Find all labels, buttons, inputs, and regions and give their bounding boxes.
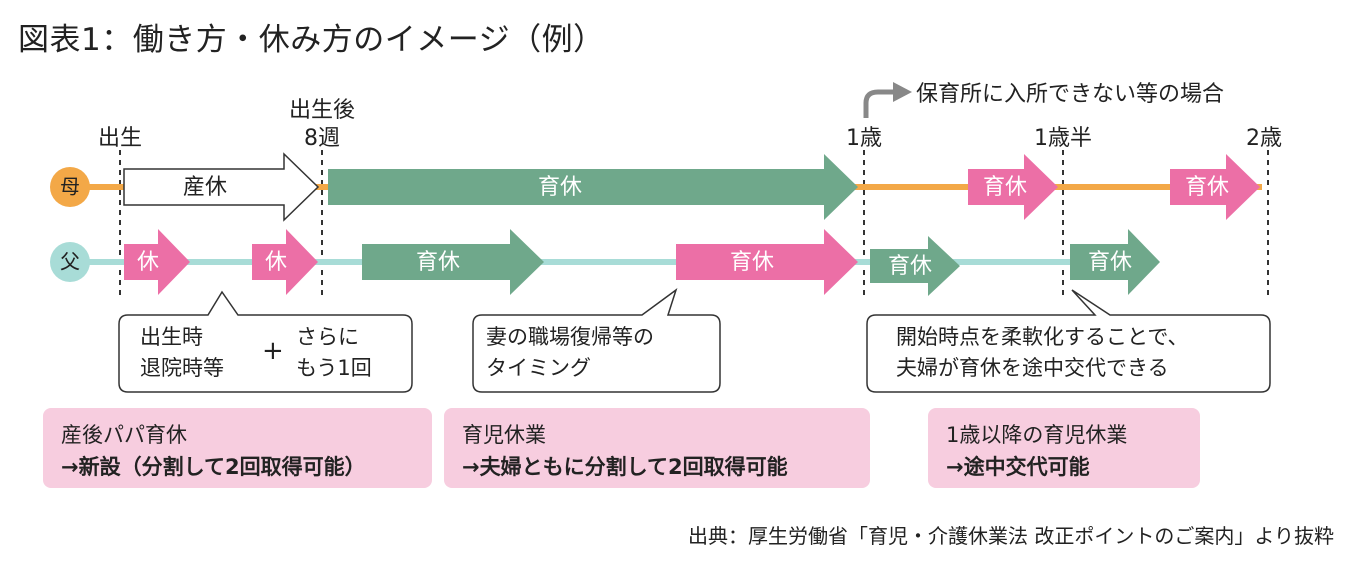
info-box-title: 育児休業 (462, 423, 546, 447)
leave-label: 休 (265, 250, 287, 275)
father-childcare-arrow-2: 育休 (676, 229, 858, 295)
source-citation: 出典：厚生労働省「育児・介護休業法 改正ポイントのご案内」より抜粋 (688, 524, 1334, 548)
callout-middle-box (472, 288, 721, 393)
info-box-detail: →新設（分割して2回取得可能） (61, 455, 366, 479)
page-title: 図表1：働き方・休み方のイメージ（例） (18, 22, 605, 58)
maternity-leave-label: 産休 (183, 175, 227, 200)
father-label: 父 (60, 250, 80, 274)
callout-left-plus: + (262, 336, 284, 366)
info-box-title: 1歳以降の育児休業 (946, 423, 1128, 447)
info-box-after-age-1-leave: 1歳以降の育児休業 →途中交代可能 (928, 408, 1200, 488)
callout-right-box (866, 289, 1271, 393)
callout-left-line1: 出生時 (140, 325, 203, 349)
childcare-leave-label: 育休 (416, 250, 460, 275)
mother-childcare-arrow-2: 育休 (968, 154, 1058, 220)
childcare-leave-label: 育休 (888, 254, 932, 279)
father-childcare-arrow-4: 育休 (1070, 229, 1160, 295)
father-childcare-arrow-1: 育休 (362, 229, 544, 295)
axis-dashed-lines (119, 150, 1269, 300)
callout-left-line2: 退院時等 (140, 356, 224, 380)
childcare-leave-label: 育休 (1088, 250, 1132, 275)
father-leave-arrow-1: 休 (124, 229, 190, 295)
childcare-leave-label: 育休 (538, 175, 582, 200)
callout-right-line1: 開始時点を柔軟化することで、 (896, 325, 1189, 349)
axis-label-age-1-5: 1歳半 (1034, 126, 1092, 151)
mother-childcare-arrow-3: 育休 (1170, 154, 1260, 220)
callout-middle-line1: 妻の職場復帰等の (486, 325, 654, 349)
axis-label-age-1: 1歳 (846, 126, 882, 151)
childcare-leave-label: 育休 (983, 175, 1027, 200)
info-box-detail: →夫婦ともに分割して2回取得可能 (462, 455, 788, 479)
mother-badge: 母 (50, 167, 90, 207)
callout-right-line2: 夫婦が育休を途中交代できる (896, 356, 1169, 380)
axis-label-age-2: 2歳 (1246, 126, 1282, 151)
axis-label-after-birth: 出生後 (288, 98, 355, 123)
info-box-childcare-leave: 育児休業 →夫婦ともに分割して2回取得可能 (444, 408, 870, 488)
axis-label-8-weeks: 8週 (304, 126, 340, 151)
callout-middle-text: 妻の職場復帰等の タイミング (486, 322, 654, 384)
callout-right-text: 開始時点を柔軟化することで、 夫婦が育休を途中交代できる (896, 322, 1189, 384)
callout-left-line4: もう1回 (296, 356, 372, 380)
childcare-leave-label: 育休 (730, 250, 774, 275)
childcare-leave-label: 育休 (1185, 175, 1229, 200)
gray-curved-arrow (863, 82, 912, 118)
father-badge: 父 (50, 242, 90, 282)
father-leave-arrow-2: 休 (252, 229, 318, 295)
mother-maternity-arrow: 産休 (123, 152, 320, 222)
callout-left-col1: 出生時 退院時等 (140, 322, 224, 384)
callout-middle-line2: タイミング (486, 356, 591, 380)
callout-left-box (118, 290, 413, 393)
info-box-detail: →途中交代可能 (946, 455, 1090, 479)
mother-childcare-arrow-1: 育休 (328, 154, 858, 220)
leave-label: 休 (137, 250, 159, 275)
info-box-postnatal-papa-leave: 産後パパ育休 →新設（分割して2回取得可能） (43, 408, 432, 488)
info-box-title: 産後パパ育休 (61, 423, 187, 447)
callout-left-line3: さらに (296, 325, 359, 349)
mother-label: 母 (60, 175, 80, 199)
callout-left-col2: さらに もう1回 (296, 322, 372, 384)
nursery-note: 保育所に入所できない等の場合 (916, 82, 1225, 107)
axis-label-birth: 出生 (97, 126, 142, 151)
father-childcare-arrow-3: 育休 (870, 236, 960, 296)
